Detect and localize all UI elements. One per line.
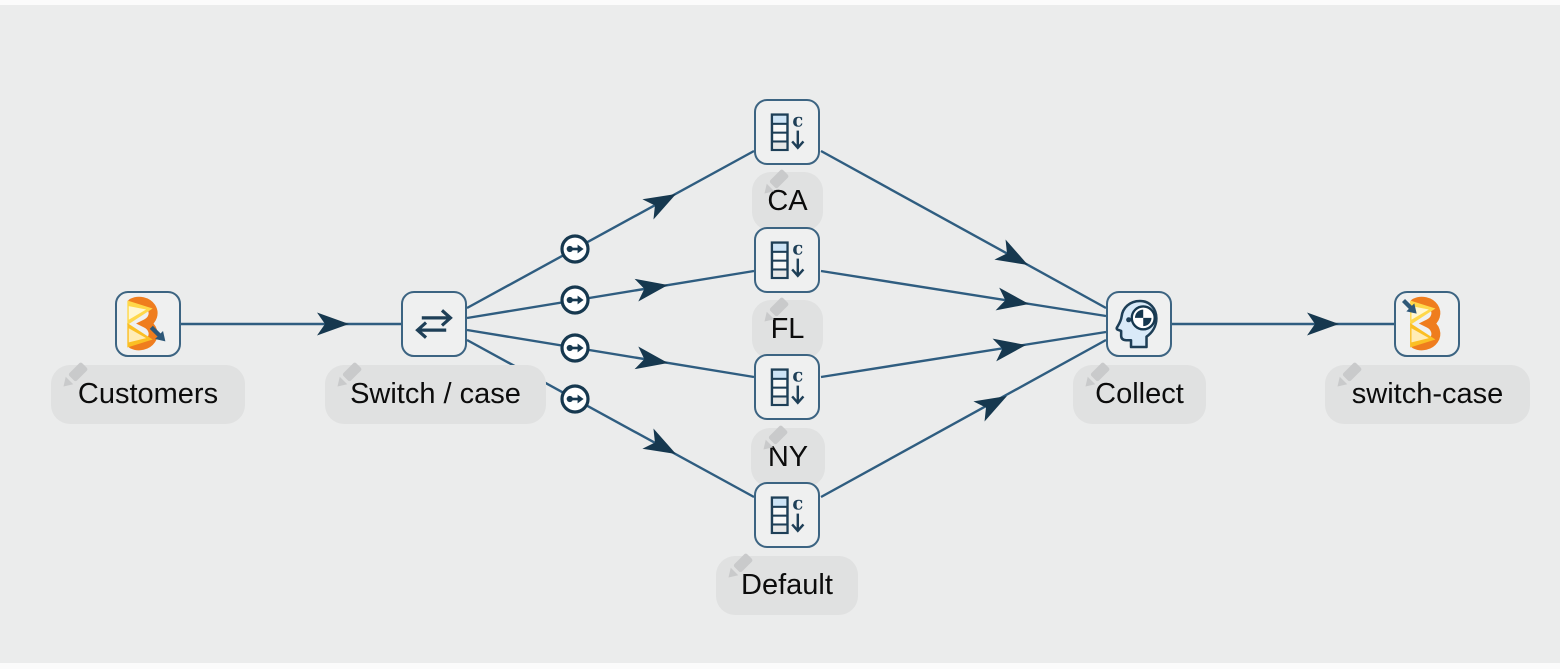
node-label-fl[interactable]: FL <box>752 297 823 359</box>
canvas-bottom-margin <box>0 663 1560 669</box>
branch-port-icon[interactable] <box>560 285 590 315</box>
node-label-text: FL <box>770 313 805 345</box>
node-label-text: NY <box>767 441 809 473</box>
edge-line <box>820 149 1107 310</box>
node-label-text: Customers <box>77 378 219 410</box>
case-output-icon: c <box>770 238 805 280</box>
edge-line <box>820 269 1107 318</box>
node-label-switch-case[interactable]: Switch / case <box>325 362 546 424</box>
case-output-icon: c <box>770 365 805 407</box>
canvas-top-margin <box>0 0 1560 5</box>
edge-line <box>820 338 1107 499</box>
node-case-ca[interactable]: c <box>754 99 820 165</box>
arrowhead-icon <box>642 428 682 465</box>
node-collect[interactable] <box>1106 291 1172 357</box>
node-label-customers[interactable]: Customers <box>51 362 245 424</box>
branch-port-icon[interactable] <box>560 384 590 414</box>
arrowhead-icon <box>973 385 1013 422</box>
case-letter: c <box>792 238 803 259</box>
file-input-icon <box>127 296 166 351</box>
case-letter: c <box>792 493 803 514</box>
node-label-ny[interactable]: NY <box>751 425 825 487</box>
arrowhead-icon <box>995 287 1031 316</box>
arrowhead-icon <box>994 239 1034 276</box>
node-case-default[interactable]: c <box>754 482 820 548</box>
node-label-collect[interactable]: Collect <box>1073 362 1206 424</box>
branch-port-icon[interactable] <box>560 234 590 264</box>
node-label-text: CA <box>767 185 808 217</box>
node-switch-case[interactable] <box>401 291 467 357</box>
node-case-ny[interactable]: c <box>754 354 820 420</box>
edit-pencil-icon[interactable] <box>758 294 792 328</box>
switch-case-icon <box>415 309 453 339</box>
file-output-icon <box>1401 296 1441 351</box>
edit-pencil-icon[interactable] <box>331 359 365 393</box>
case-output-icon: c <box>770 493 805 535</box>
arrowhead-icon <box>634 273 670 302</box>
edit-pencil-icon[interactable] <box>758 166 792 200</box>
arrowhead-icon <box>634 346 670 375</box>
edit-pencil-icon[interactable] <box>757 422 791 456</box>
case-output-icon: c <box>770 110 805 152</box>
node-label-text: switch-case <box>1351 378 1504 410</box>
edge-line <box>466 269 755 320</box>
node-case-fl[interactable]: c <box>754 227 820 293</box>
case-letter: c <box>792 365 803 386</box>
edit-pencil-icon[interactable] <box>1079 359 1113 393</box>
edge-line <box>820 330 1107 379</box>
branch-port-icon[interactable] <box>560 333 590 363</box>
node-export[interactable] <box>1394 291 1460 357</box>
node-label-text: Default <box>741 569 833 601</box>
node-label-export[interactable]: switch-case <box>1325 362 1530 424</box>
node-label-default[interactable]: Default <box>716 553 858 615</box>
collect-icon <box>1115 299 1158 349</box>
arrowhead-icon <box>642 183 682 220</box>
node-label-text: Switch / case <box>350 378 521 410</box>
edge-line <box>466 149 755 310</box>
node-customers[interactable] <box>115 291 181 357</box>
arrowhead-icon <box>992 333 1028 362</box>
edit-pencil-icon[interactable] <box>1331 359 1365 393</box>
node-label-text: Collect <box>1095 378 1184 410</box>
edit-pencil-icon[interactable] <box>57 359 91 393</box>
case-letter: c <box>792 110 803 131</box>
node-label-ca[interactable]: CA <box>752 169 823 231</box>
edge-line <box>466 328 755 379</box>
edit-pencil-icon[interactable] <box>722 550 756 584</box>
edge-lines <box>181 149 1394 499</box>
